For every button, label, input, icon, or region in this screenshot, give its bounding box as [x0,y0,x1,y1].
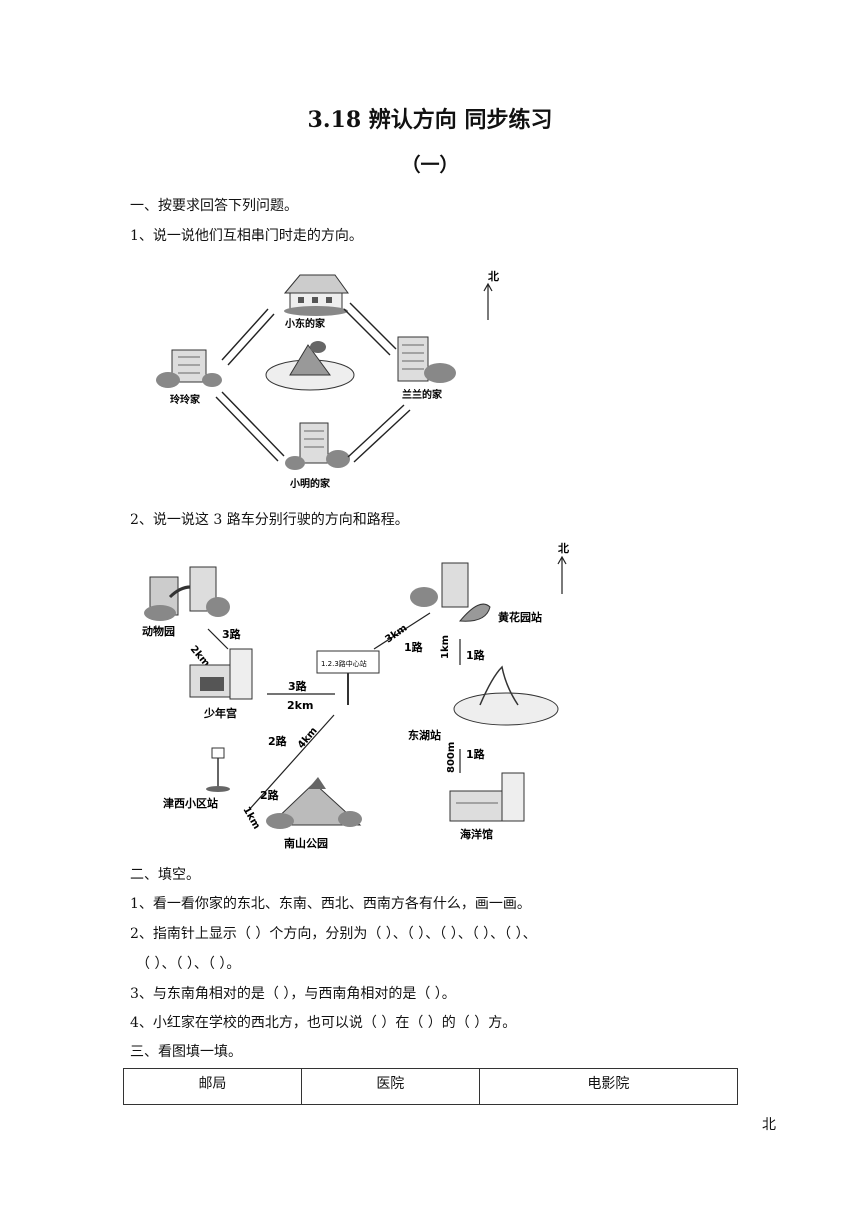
table-cell-post-office: 邮局 [123,1068,302,1105]
label-central-station: 1.2.3路中心站 [321,659,367,668]
label-lanlan-home: 兰兰的家 [402,388,443,401]
table-row: 邮局 医院 电影院 [123,1068,739,1105]
question-2-2b: （ ）、（ ）、（ ）。 [136,956,241,972]
route-1-label-a: 1路 [404,640,424,654]
label-jinxi: 津西小区站 [163,796,218,810]
question-2-2a: 2、指南针上显示（ ）个方向，分别为（ ）、（ ）、（ ）、（ ）、（ ）、 [130,926,537,942]
question-2-3: 3、与东南角相对的是（ ），与西南角相对的是（ ）。 [130,986,456,1002]
figure-homes-map: 北 小东的家 玲玲家 兰兰的家 小明的家 [156,269,499,490]
question-1-1: 1、说一说他们互相串门时走的方向。 [130,228,363,244]
lanlan-house-icon [397,336,456,383]
route-1-label-c: 1路 [466,747,486,761]
section1-heading: 一、按要求回答下列问题。 [130,198,298,214]
central-station-sign [316,650,380,705]
dist-1km-b: 1km [240,805,262,831]
route-2-label-a: 2路 [268,734,288,748]
label-lingling-home: 玲玲家 [170,393,201,406]
label-donghu: 东湖站 [408,728,441,742]
xiaoming-house-icon [285,422,350,470]
section2-heading: 二、填空。 [130,867,200,883]
section3-heading: 三、看图填一填。 [130,1044,242,1060]
roads [215,302,411,463]
label-youth-palace: 少年宫 [203,706,237,720]
label-ocean-hall: 海洋馆 [460,827,493,841]
label-zoo: 动物园 [142,624,175,638]
zoo-icon [144,566,230,621]
label-xiaodong-home: 小东的家 [284,317,326,330]
label-huanghua: 黄花园站 [498,610,542,624]
dist-2km-b: 2km [287,699,313,712]
table-cell-hospital: 医院 [300,1068,480,1105]
north-label: 北 [488,269,499,283]
donghu-lake-icon [453,665,559,726]
places-table: 邮局 医院 电影院 [123,1068,739,1105]
fountain-icon [265,341,355,391]
table-cell-cinema: 电影院 [478,1068,739,1105]
page-subtitle: （一） [401,154,459,176]
dist-4km: 4km [296,725,320,750]
youth-palace-icon [189,648,253,700]
route-3-label-a: 3路 [222,627,242,641]
xiaodong-house-icon [283,274,349,316]
huanghua-station-icon [410,562,491,622]
question-2-1: 1、看一看你家的东北、东南、西北、西南方各有什么，画一画。 [130,896,531,912]
route-2-label-b: 2路 [260,788,280,802]
label-xiaoming-home: 小明的家 [289,477,331,490]
label-nanshan-park: 南山公园 [284,836,328,850]
nanshan-park-icon [266,777,362,829]
question-1-2: 2、说一说这 3 路车分别行驶的方向和路程。 [130,512,409,528]
route-1-label-b: 1路 [466,648,486,662]
figure-bus-routes: 北 动物园 3路 2km 少年宫 3路 2km 1.2.3路中心站 3km 1路… [142,541,569,850]
dist-1km-a: 1km [440,635,451,659]
north-label-2: 北 [558,541,569,555]
page-title: 3.18 辨认方向 同步练习 [307,107,553,133]
jinxi-stop-sign-icon [206,747,230,792]
dist-800m: 800m [446,742,457,773]
question-2-4: 4、小红家在学校的西北方，也可以说（ ）在（ ）的（ ）方。 [130,1015,517,1031]
route-3-label-b: 3路 [288,679,308,693]
lingling-house-icon [156,349,222,388]
ocean-hall-icon [449,772,525,822]
north-label-3: 北 [762,1117,776,1133]
